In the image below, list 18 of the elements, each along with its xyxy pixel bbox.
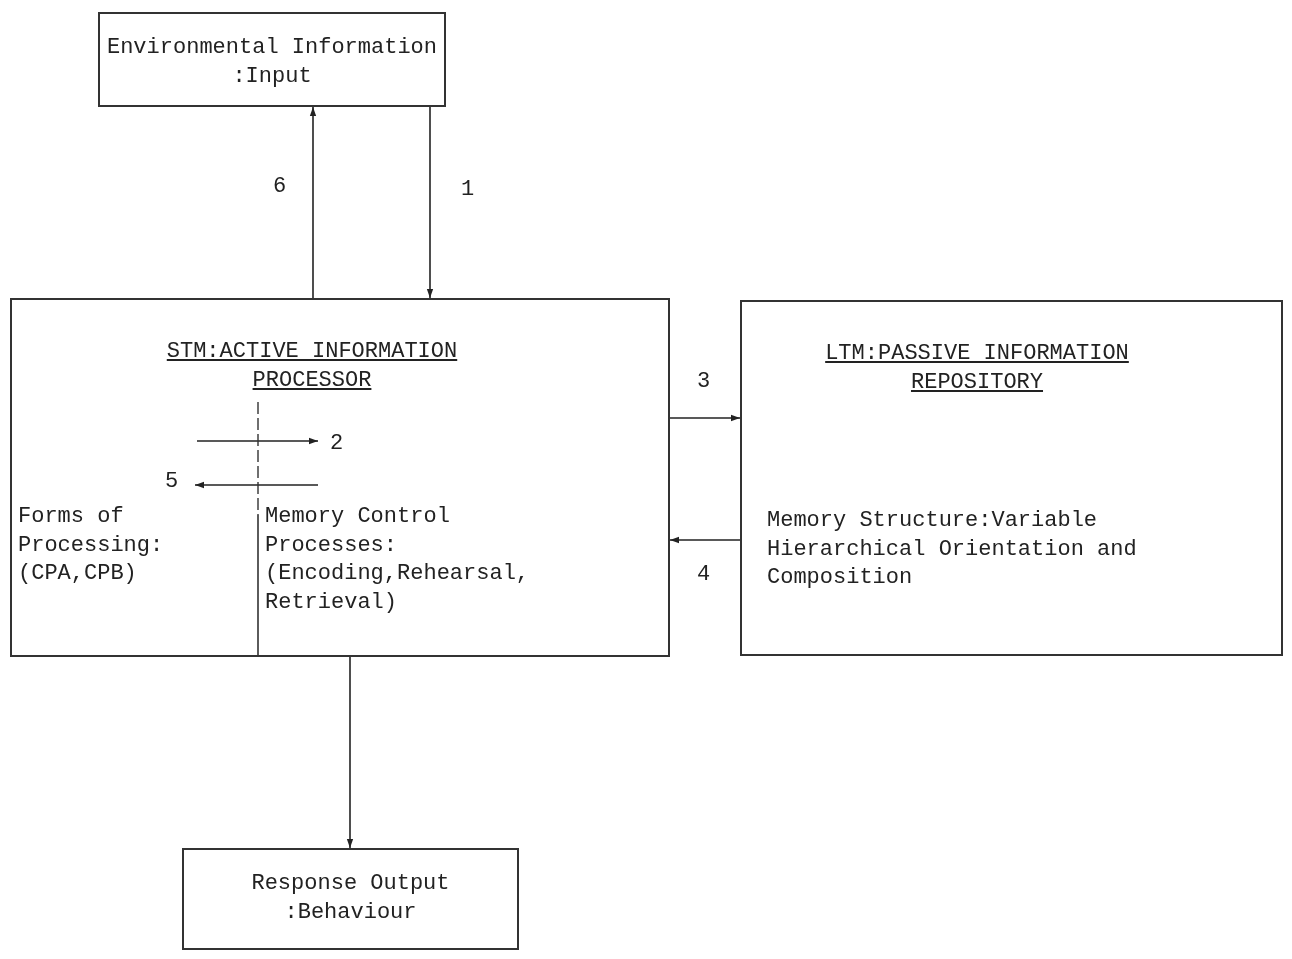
arrow (346, 656, 354, 849)
box-text: Response Output :Behaviour (250, 870, 451, 927)
box-text: Forms of Processing: (CPA,CPB) (18, 503, 165, 589)
arrow (426, 106, 434, 299)
arrow (196, 437, 319, 445)
arrow (669, 414, 741, 422)
arrow (669, 536, 741, 544)
heading: STM:ACTIVE INFORMATION PROCESSOR (165, 338, 459, 395)
process-box (182, 848, 519, 950)
process-box (98, 12, 446, 107)
box-text: Memory Structure:Variable Hierarchical Orientation and Composition (767, 507, 1138, 593)
heading: LTM:PASSIVE INFORMATION REPOSITORY (824, 340, 1130, 397)
arrow (194, 481, 319, 489)
arrow (309, 106, 317, 299)
process-box (10, 298, 670, 657)
process-box (740, 300, 1283, 656)
box-text: Environmental Information :Input (105, 34, 439, 91)
box-text: Memory Control Processes: (Encoding,Rehearsal, Retrieval) (265, 503, 531, 617)
